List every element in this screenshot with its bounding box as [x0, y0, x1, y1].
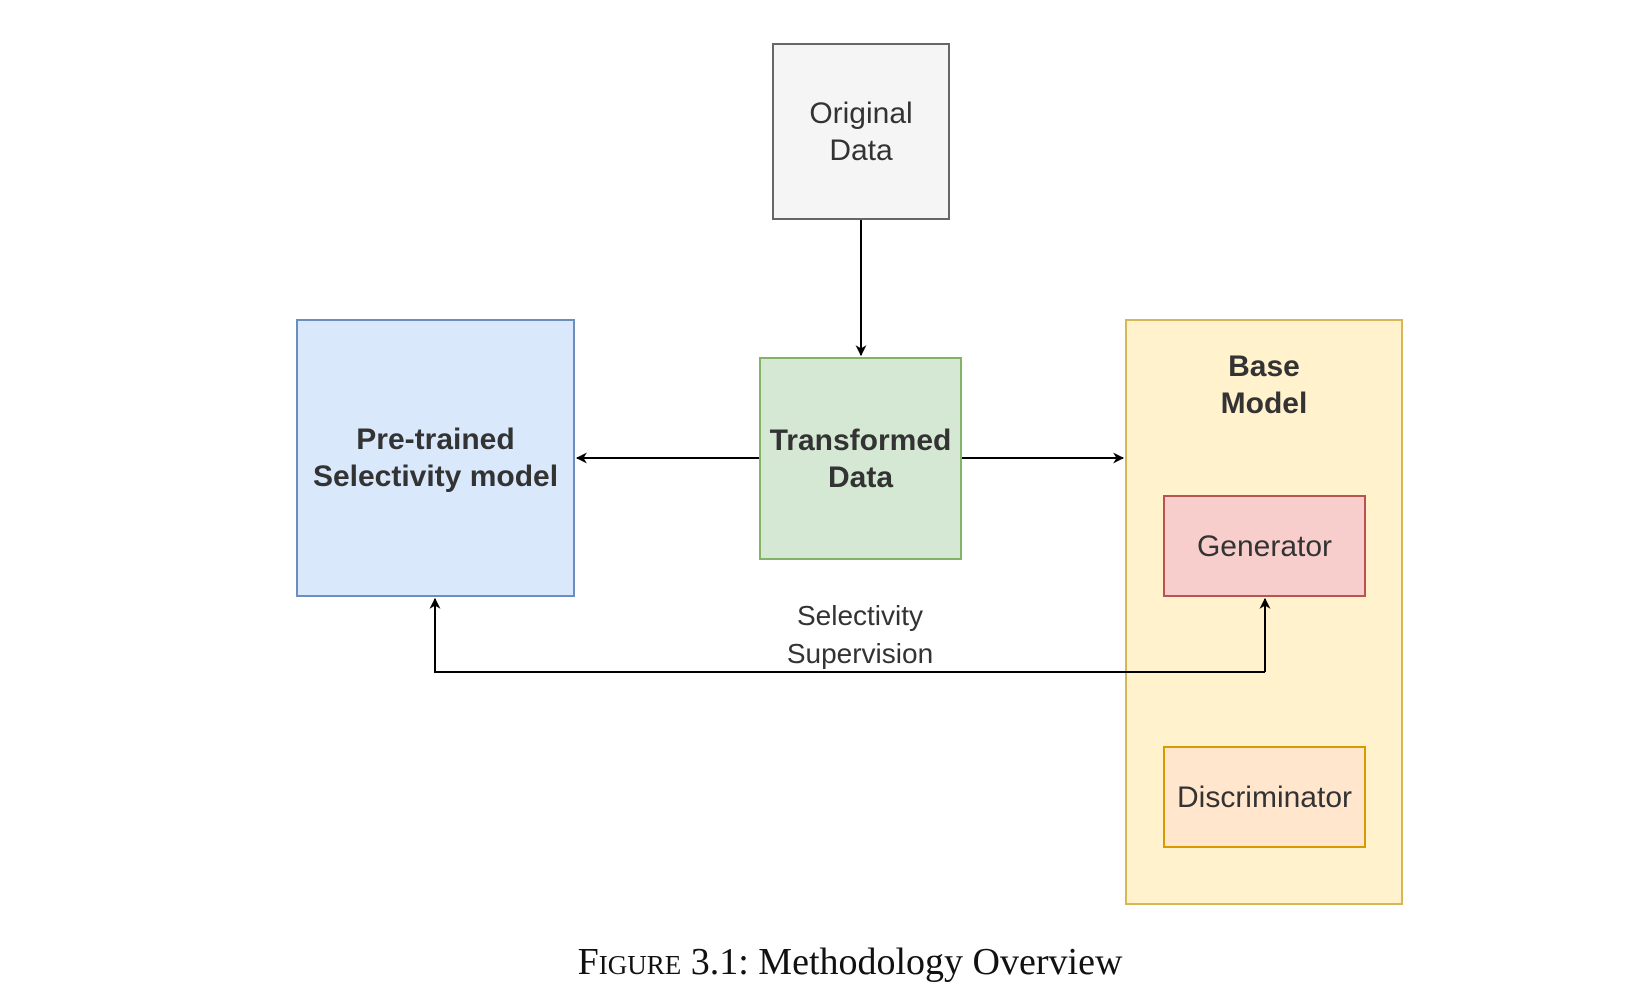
generator-node: Generator [1163, 495, 1366, 597]
selectivity-supervision-label: Selectivity Supervision [786, 600, 934, 669]
figure-caption: Figure 3.1: Methodology Overview [0, 940, 1626, 984]
pretrained-selectivity-model-label: Pre-trained Selectivity model [312, 423, 559, 493]
transformed-data-node: Transformed Data [759, 357, 962, 560]
transformed-data-label: Transformed Data [769, 423, 952, 494]
original-data-label: Original Data [809, 96, 913, 167]
pretrained-selectivity-model-node: Pre-trained Selectivity model [296, 319, 575, 597]
discriminator-node: Discriminator [1163, 746, 1366, 848]
figure-caption-prefix: Figure [577, 941, 682, 983]
discriminator-label: Discriminator [1176, 780, 1353, 814]
figure-caption-text: 3.1: Methodology Overview [690, 941, 1123, 983]
generator-label: Generator [1196, 529, 1333, 563]
base-model-label: Base Model [1220, 350, 1308, 420]
original-data-node: Original Data [772, 43, 950, 220]
